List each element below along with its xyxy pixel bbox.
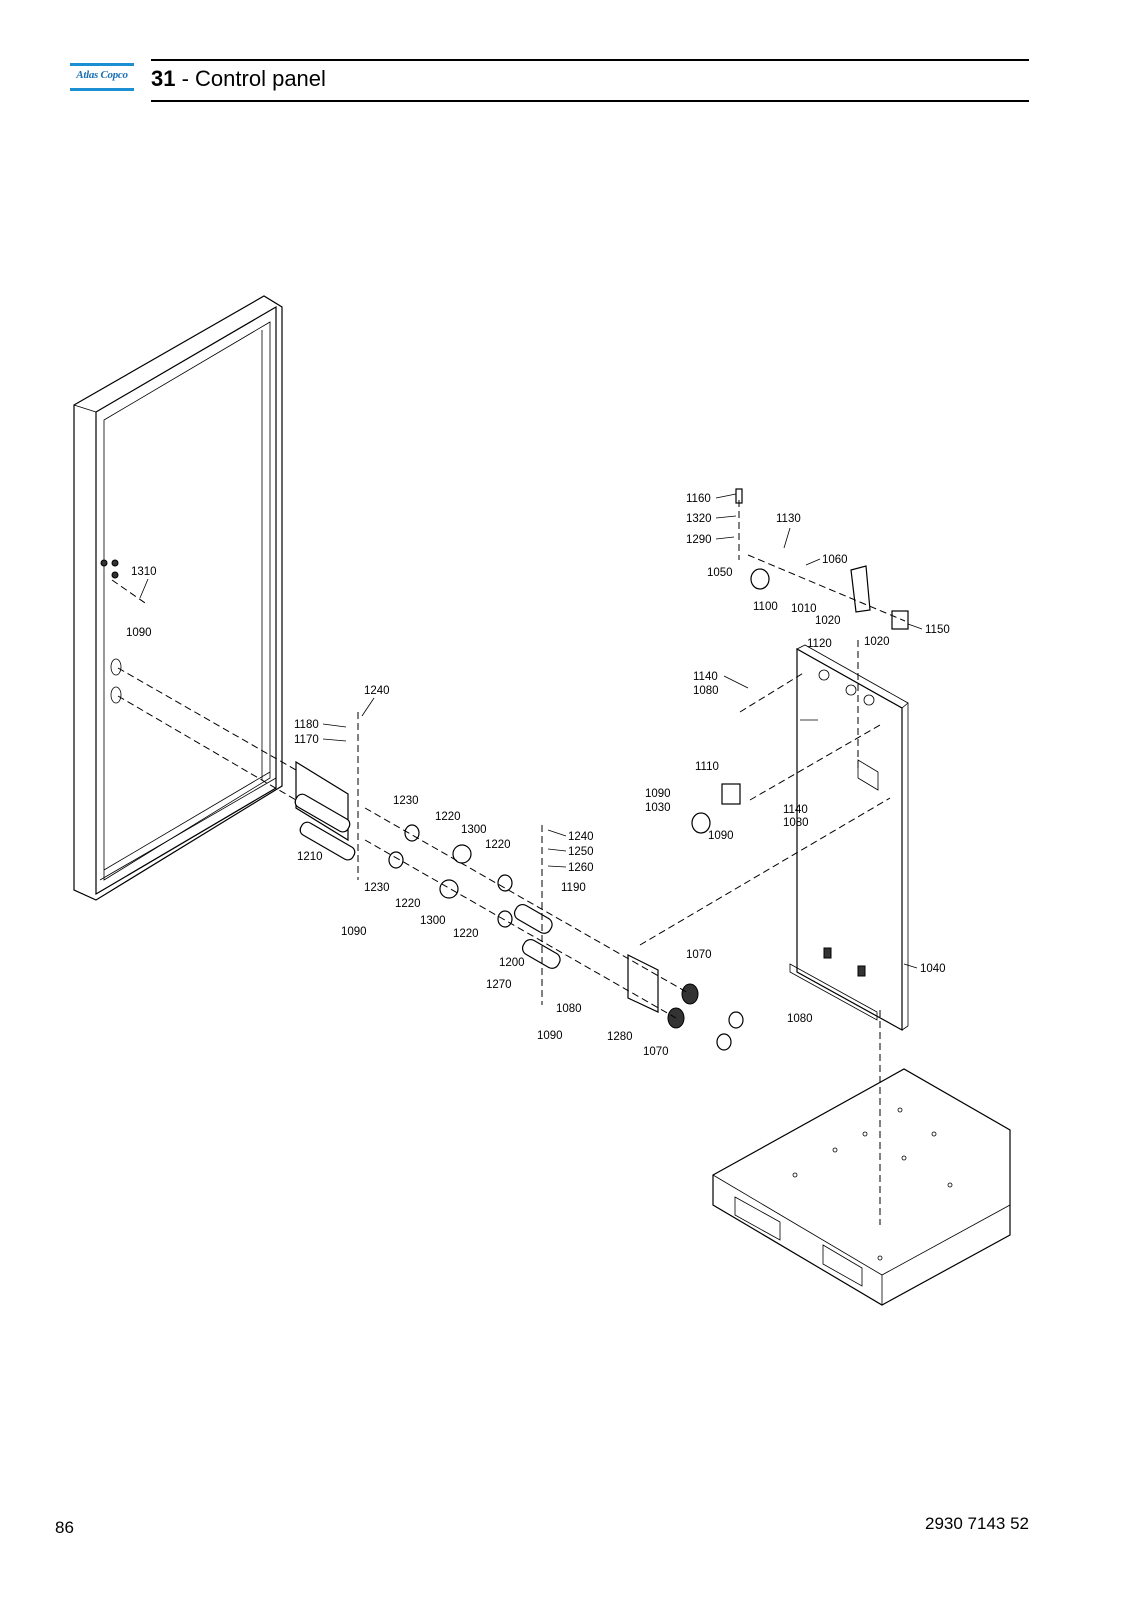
callout-label: 1220: [453, 928, 479, 940]
callout-label: 1280: [607, 1031, 633, 1043]
callout-label: 1080: [783, 817, 809, 829]
callout-label: 1020: [815, 615, 841, 627]
document-number: 2930 7143 52: [925, 1514, 1029, 1533]
callout-label: 1090: [537, 1030, 563, 1042]
callout-label: 1070: [686, 949, 712, 961]
callout-label: 1200: [499, 957, 525, 969]
callout-label: 1090: [645, 788, 671, 800]
callout-labels: 1160 1320 1290 1130 1060 1050 1100 1010 …: [126, 493, 950, 1058]
callout-label: 1080: [787, 1013, 813, 1025]
callout-label: 1240: [364, 685, 390, 697]
callout-label: 1240: [568, 831, 594, 843]
assembly-lines: [111, 500, 906, 1225]
callout-label: 1230: [364, 882, 390, 894]
callout-label: 1090: [708, 830, 734, 842]
callout-label: 1040: [920, 963, 946, 975]
pallet: [712, 1068, 1011, 1306]
callout-label: 1220: [395, 898, 421, 910]
title-separator: -: [175, 66, 196, 91]
callout-label: 1070: [643, 1046, 669, 1058]
callout-label: 1140: [693, 671, 718, 683]
atlas-copco-logo: Atlas Copco: [70, 61, 134, 95]
logo-bar-top: [70, 63, 134, 66]
callout-label: 1250: [568, 846, 594, 858]
callout-label: 1080: [556, 1003, 582, 1015]
header-rule-bottom: [151, 100, 1029, 102]
callout-label: 1210: [297, 851, 323, 863]
callout-label: 1320: [686, 513, 712, 525]
callout-label: 1050: [707, 567, 733, 579]
callout-label: 1190: [561, 882, 586, 894]
callout-label: 1310: [131, 566, 157, 578]
page-number: 86: [55, 1518, 74, 1537]
callout-label: 1090: [126, 627, 152, 639]
callout-label: 1170: [294, 734, 319, 746]
callout-label: 1130: [776, 513, 801, 525]
callout-label: 1290: [686, 534, 712, 546]
callout-label: 1120: [807, 638, 832, 650]
callout-label: 1230: [393, 795, 419, 807]
callout-label: 1030: [645, 802, 671, 814]
callout-label: 1270: [486, 979, 512, 991]
logo-bar-bottom: [70, 88, 134, 91]
valve-assembly: [294, 488, 909, 1051]
back-panel: [789, 644, 909, 1032]
callout-label: 1260: [568, 862, 594, 874]
callout-label: 1160: [686, 493, 711, 505]
callout-label: 1020: [864, 636, 890, 648]
section-title: Control panel: [195, 66, 326, 91]
callout-label: 1220: [485, 839, 511, 851]
callout-label: 1300: [420, 915, 446, 927]
callout-label: 1010: [791, 603, 817, 615]
callout-label: 1060: [822, 554, 848, 566]
callout-label: 1100: [753, 601, 778, 613]
logo-wordmark: Atlas Copco: [76, 69, 128, 81]
header-rule-top: [151, 59, 1029, 61]
callout-label: 1140: [783, 804, 808, 816]
section-number: 31: [151, 66, 176, 91]
callout-label: 1150: [925, 624, 950, 636]
callout-label: 1220: [435, 811, 461, 823]
callout-label: 1090: [341, 926, 367, 938]
callout-label: 1180: [294, 719, 319, 731]
callout-label: 1080: [693, 685, 719, 697]
callout-label: 1300: [461, 824, 487, 836]
callout-label: 1110: [695, 761, 719, 773]
door-frame: [73, 295, 283, 901]
leader-lines: [139, 493, 923, 969]
page-title: 31 - Control panel: [151, 66, 326, 92]
